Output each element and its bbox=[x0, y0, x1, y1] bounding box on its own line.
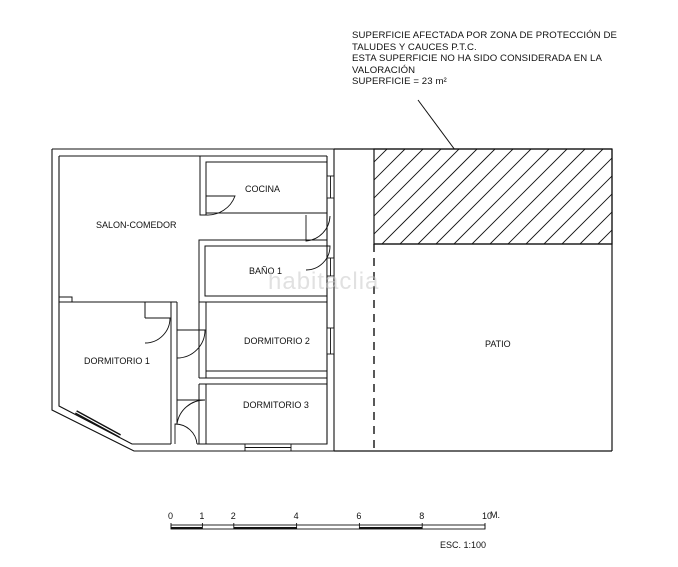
room-label-dormitorio-1: DORMITORIO 1 bbox=[84, 356, 150, 366]
scale-tick-label: 10 bbox=[482, 511, 492, 521]
hatch-line bbox=[435, 149, 532, 244]
hatch-line bbox=[381, 149, 478, 244]
scale-tick-label: 0 bbox=[168, 511, 173, 521]
hatch-line bbox=[374, 149, 424, 199]
note-line-2: TALUDES Y CAUCES P.T.C. bbox=[352, 41, 477, 53]
hatch-line bbox=[274, 149, 369, 244]
hatch-line bbox=[634, 149, 678, 244]
hatch-line bbox=[543, 175, 612, 244]
patio-outline bbox=[334, 148, 613, 452]
scale-tick-label: 8 bbox=[419, 511, 424, 521]
scale-tick-label: 6 bbox=[356, 511, 361, 521]
diagonal-window bbox=[75, 410, 121, 438]
room-label-bano: BAÑO 1 bbox=[249, 266, 282, 276]
room-label-patio: PATIO bbox=[485, 339, 511, 349]
note-line-4: VALORACIÓN bbox=[352, 64, 416, 76]
protected-zone-hatch bbox=[274, 148, 678, 245]
scale-tick-label: 4 bbox=[294, 511, 299, 521]
hatch-line bbox=[374, 149, 460, 235]
scale-segment bbox=[233, 527, 297, 529]
scale-unit: M. bbox=[490, 510, 500, 520]
room-label-dormitorio-3: DORMITORIO 3 bbox=[243, 400, 309, 410]
hatch-line bbox=[399, 149, 496, 244]
windows bbox=[244, 175, 335, 452]
hatch-line bbox=[507, 149, 604, 244]
hatch-line bbox=[489, 149, 586, 244]
doors bbox=[144, 195, 331, 445]
hatch-line bbox=[453, 149, 550, 244]
hatch-line bbox=[652, 149, 678, 244]
hatch-line bbox=[471, 149, 568, 244]
room-label-cocina: COCINA bbox=[245, 184, 280, 194]
scale-label: ESC. 1:100 bbox=[440, 540, 486, 550]
scale-segment bbox=[359, 527, 423, 529]
watermark: habitaclia bbox=[268, 268, 380, 295]
hatch-line bbox=[525, 157, 612, 244]
hatch-line bbox=[374, 149, 442, 217]
scale-bar: 0 1 2 4 6 8 10 bbox=[168, 511, 492, 530]
hatch-line bbox=[374, 149, 406, 181]
hatch-line bbox=[561, 193, 612, 244]
protection-zone-note: SUPERFICIE AFECTADA POR ZONA DE PROTECCI… bbox=[352, 30, 617, 88]
note-line-5: SUPERFICIE = 23 m² bbox=[352, 76, 447, 88]
hatch-line bbox=[579, 211, 612, 244]
hatch-line bbox=[417, 149, 514, 244]
hatch-line bbox=[670, 149, 678, 244]
room-label-salon: SALON-COMEDOR bbox=[96, 220, 177, 230]
scale-tick-label: 2 bbox=[231, 511, 236, 521]
hatch-line bbox=[616, 149, 678, 244]
note-line-1: SUPERFICIE AFECTADA POR ZONA DE PROTECCI… bbox=[352, 30, 617, 41]
note-line-3: ESTA SUPERFICIE NO HA SIDO CONSIDERADA E… bbox=[352, 53, 602, 65]
scale-tick-label: 1 bbox=[199, 511, 204, 521]
room-label-dormitorio-2: DORMITORIO 2 bbox=[244, 336, 310, 346]
scale-segment bbox=[171, 527, 203, 529]
